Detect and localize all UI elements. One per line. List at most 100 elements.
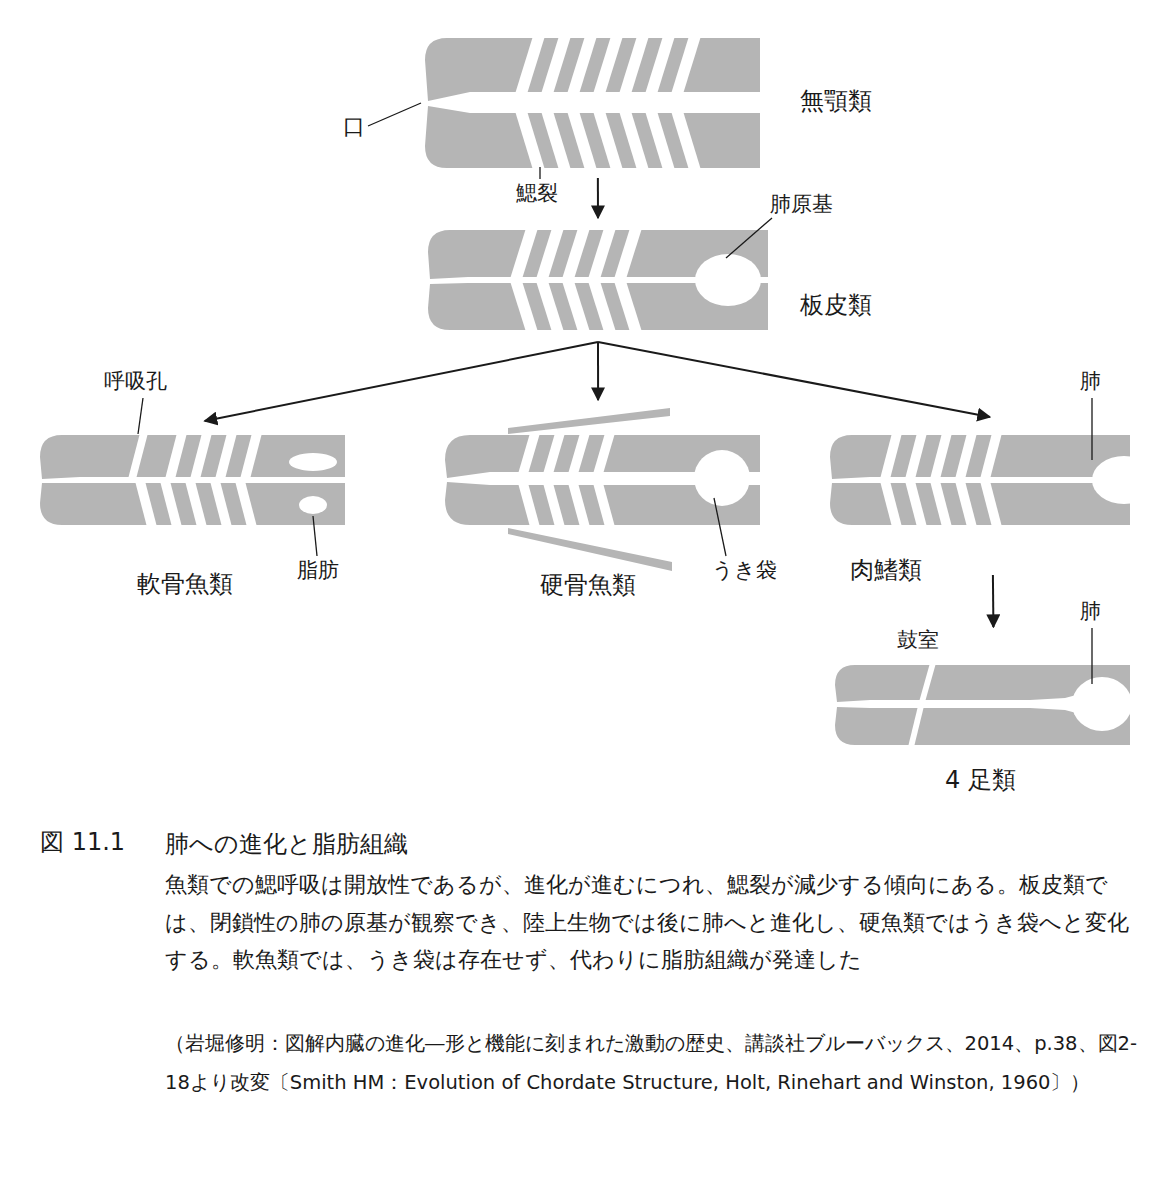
gill-slit [515, 36, 701, 170]
part-label: 鰓裂 [516, 180, 558, 206]
source-note: （岩堀修明：図解内臓の進化―形と機能に刻まれた激動の歴史、講談社ブルーバックス、… [165, 1024, 1137, 1102]
leader-line [138, 398, 143, 434]
gill-slit [510, 228, 761, 332]
taxon-name: 板皮類 [800, 290, 872, 320]
gill-slit [543, 483, 565, 527]
evolution-arrow [597, 178, 599, 218]
lobe-finned-body [830, 435, 1130, 525]
gill-slit [671, 111, 701, 170]
gill-slit [562, 281, 590, 332]
gill-slit [880, 481, 902, 527]
leader-line [138, 103, 1092, 684]
gill-slit [165, 433, 187, 479]
part-label: 肺 [1080, 598, 1101, 624]
part-label: うき袋 [712, 557, 777, 583]
bony-fish-body [508, 408, 670, 434]
gill-slit [645, 111, 675, 170]
part-label: 肺原基 [770, 191, 833, 217]
gill-slit [543, 433, 565, 474]
gill-slit [567, 111, 597, 170]
gill-slit [930, 481, 952, 527]
gill-slit [518, 433, 750, 527]
gill-slit [593, 36, 623, 94]
gill-slit [568, 433, 590, 474]
leader-line [726, 218, 772, 258]
jawless-body [425, 38, 760, 168]
tympanic-slit [1072, 677, 1132, 731]
gill-slit [518, 483, 540, 527]
figure-caption: 魚類での鰓呼吸は開放性であるが、進化が進むにつれ、鰓裂が減少する傾向にある。板皮… [165, 866, 1137, 979]
gill-slit [128, 433, 148, 479]
evolution-arrow [992, 575, 995, 627]
gill-slit [215, 433, 237, 479]
gill-slit [235, 481, 257, 527]
part-label: 口 [343, 114, 365, 140]
tympanic-slit [919, 663, 936, 702]
gill-slit [1092, 456, 1156, 504]
leader-line [1091, 398, 1092, 460]
gill-slit [694, 450, 750, 506]
gill-slit [880, 433, 902, 479]
leader-line [1091, 628, 1092, 684]
gill-slit [905, 433, 927, 479]
part-label: 脂肪 [297, 557, 339, 583]
taxon-name: 無顎類 [800, 86, 872, 116]
leader-line [313, 516, 317, 556]
cartilaginous-body [40, 435, 345, 525]
leader-line [714, 498, 726, 556]
taxon-schematic: 無顎類 [425, 38, 760, 168]
evolution-arrow [205, 342, 598, 421]
figure-title: 肺への進化と脂肪組織 [165, 829, 408, 859]
gill-slit [536, 228, 564, 279]
taxon-schematic: 板皮類 [428, 230, 768, 330]
part-label: 呼吸孔 [104, 368, 167, 394]
tympanic-slit [908, 706, 924, 747]
gill-slit [671, 36, 701, 94]
gill-slit [955, 433, 977, 479]
evolution-arrow [598, 342, 990, 417]
gill-slit [588, 281, 616, 332]
gill-slit [536, 281, 564, 332]
bony-fish-body [445, 408, 760, 571]
taxon-name: 4 足類 [945, 765, 1016, 795]
gill-slit [240, 433, 262, 479]
taxon-name: 肉鰭類 [850, 555, 922, 585]
leader-line [368, 103, 421, 126]
gill-slit [593, 111, 623, 170]
taxon-schematic: 軟骨魚類 [40, 435, 345, 525]
gill-slit [880, 433, 1156, 527]
gill-slit [695, 254, 761, 306]
lobe-finned-body [830, 483, 1130, 525]
tympanic-slit [908, 663, 1132, 747]
taxon-schematic: 肉鰭類 [830, 435, 1130, 525]
part-label: 鼓室 [897, 627, 939, 653]
gill-slit [210, 481, 232, 527]
gill-slit [515, 111, 545, 170]
gill-slit [289, 453, 337, 471]
gill-slit [541, 111, 571, 170]
gill-slit [299, 496, 327, 514]
gill-slit [567, 36, 597, 94]
taxon-schematic: 4 足類 [835, 665, 1130, 745]
gill-slit [515, 36, 545, 94]
gill-slit [645, 36, 675, 94]
gill-slit [593, 433, 615, 474]
gill-slit [190, 433, 212, 479]
gill-slit [128, 433, 337, 527]
placoderm-body [428, 230, 768, 330]
bony-fish-body [508, 528, 672, 571]
gill-slit [568, 483, 590, 527]
gill-slit [510, 281, 538, 332]
gill-slit [135, 481, 157, 527]
taxon-name: 軟骨魚類 [137, 569, 233, 599]
gill-slit [930, 433, 952, 479]
gill-slit [980, 433, 1002, 479]
lobe-finned-body [830, 435, 1130, 479]
gill-slit [593, 483, 615, 527]
gill-slit [980, 481, 1002, 527]
gill-slit [614, 281, 642, 332]
gill-slit [619, 36, 649, 94]
gill-slit [905, 481, 927, 527]
leader-line [539, 167, 540, 179]
gill-slit [562, 228, 590, 279]
